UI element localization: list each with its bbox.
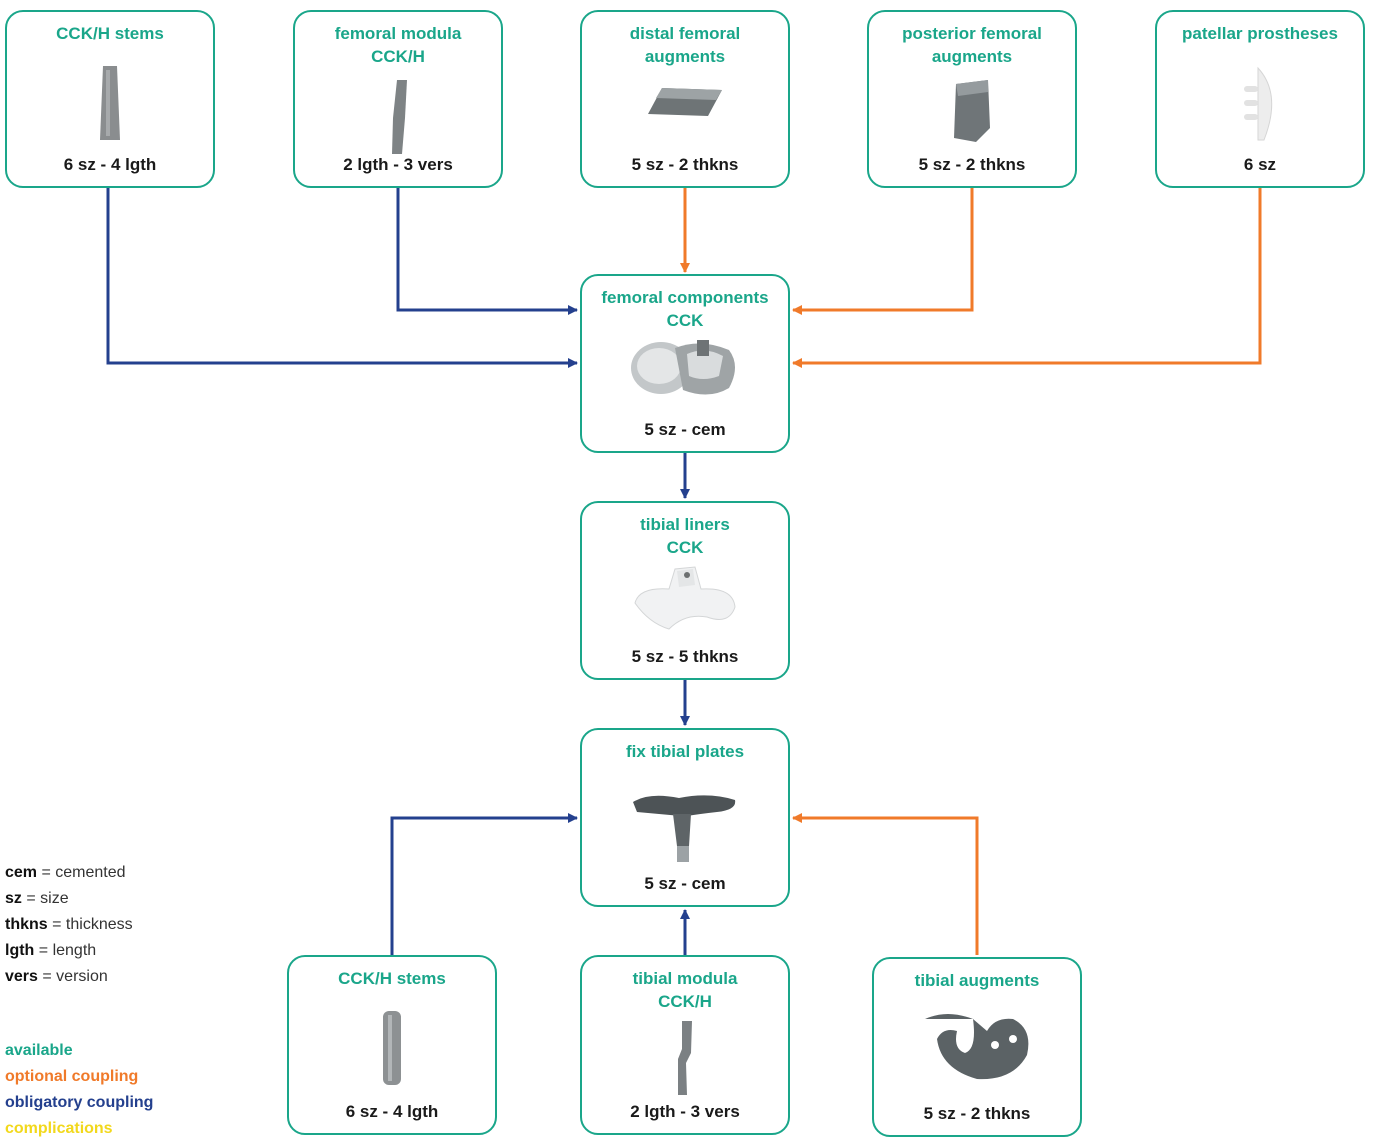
box-label: 5 sz - 2 thkns	[923, 1104, 1031, 1123]
box-label: 5 sz - 2 thkns	[918, 155, 1026, 174]
box-label: 6 sz	[1243, 155, 1277, 174]
modula-icon	[392, 80, 407, 154]
box-label: 5 sz - 5 thkns	[631, 647, 739, 666]
box-label: 6 sz - 4 lgth	[345, 1102, 439, 1121]
legend-row-sz: sz = size	[5, 886, 133, 912]
box-label: 6 sz - 4 lgth	[63, 155, 157, 174]
legend-row-cem: cem = cemented	[5, 860, 133, 886]
box-title: femoral components CCK	[601, 288, 769, 330]
stem-icon	[100, 66, 120, 140]
stem-icon	[383, 1011, 401, 1085]
legend-abbr: lgth	[5, 942, 35, 959]
posterior-augment-icon	[954, 80, 990, 142]
cck-h-stems-top-box: CCK/H stems 6 sz - 4 lgth	[5, 10, 215, 188]
legend-abbr: sz	[5, 890, 22, 907]
legend-row-vers: vers = version	[5, 964, 133, 990]
legend-abbr: cem	[5, 864, 38, 881]
distal-femoral-augments-box: distal femoral augments 5 sz - 2 thkns	[580, 10, 790, 188]
femoral-modula-box: femoral modula CCK/H 2 lgth - 3 vers	[293, 10, 503, 188]
abbreviation-legend: cem = cemented sz = size thkns = thickne…	[5, 860, 133, 990]
femoral-component-icon	[631, 340, 735, 395]
color-legend: available optional coupling obligatory c…	[5, 1038, 153, 1142]
legend-abbr: vers	[5, 968, 38, 985]
legend-meaning: = cemented	[41, 864, 126, 881]
patellar-to-femoral-arrow	[792, 188, 1262, 368]
legend-meaning: = length	[38, 942, 97, 959]
legend-meaning: = version	[42, 968, 108, 985]
box-title: fix tibial plates	[625, 742, 745, 761]
box-label: 5 sz - cem	[644, 874, 726, 893]
box-title: posterior femoral augments	[902, 24, 1042, 66]
box-label: 5 sz - 2 thkns	[631, 155, 739, 174]
modula-icon	[678, 1021, 692, 1095]
box-label: 2 lgth - 3 vers	[630, 1102, 740, 1121]
distal-augment-icon	[648, 88, 722, 116]
tibial-augments-to-plates-arrow	[792, 813, 979, 955]
femoral-components-box: femoral components CCK 5 sz - cem	[580, 274, 790, 453]
box-title: distal femoral augments	[629, 24, 741, 66]
tibial-modula-box: tibial modula CCK/H 2 lgth - 3 vers	[580, 955, 790, 1135]
tibial-augments-box: tibial augments 5 sz - 2 thkns	[872, 957, 1082, 1137]
box-title: tibial modula CCK/H	[632, 969, 738, 1011]
legend-meaning: = thickness	[52, 916, 133, 933]
cck-h-stems-bottom-box: CCK/H stems 6 sz - 4 lgth	[287, 955, 497, 1135]
patellar-prostheses-box: patellar prostheses 6 sz	[1155, 10, 1365, 188]
legend-optional: optional coupling	[5, 1068, 139, 1085]
legend-row-lgth: lgth = length	[5, 938, 133, 964]
posterior-femoral-augments-box: posterior femoral augments 5 sz - 2 thkn…	[867, 10, 1077, 188]
fix-tibial-plates-box: fix tibial plates 5 sz - cem	[580, 728, 790, 907]
box-title: CCK/H stems	[338, 969, 446, 988]
tibial-liners-box: tibial liners CCK 5 sz - 5 thkns	[580, 501, 790, 680]
box-title: CCK/H stems	[56, 24, 164, 43]
legend-abbr: thkns	[5, 916, 48, 933]
box-label: 5 sz - cem	[644, 420, 726, 439]
box-title: tibial augments	[914, 971, 1040, 990]
legend-meaning: = size	[26, 890, 69, 907]
tibial-plate-icon	[633, 795, 736, 862]
legend-row-thkns: thkns = thickness	[5, 912, 133, 938]
box-title: patellar prostheses	[1182, 24, 1338, 43]
stems-to-femoral-arrow	[106, 188, 578, 368]
patella-icon	[1244, 66, 1273, 141]
legend-available: available	[5, 1042, 73, 1059]
box-title: femoral modula CCK/H	[334, 24, 462, 66]
tibial-liner-icon	[634, 566, 736, 630]
posterior-to-femoral-arrow	[792, 188, 974, 315]
modula-to-femoral-arrow	[396, 188, 578, 315]
legend-obligatory: obligatory coupling	[5, 1094, 154, 1111]
tibial-augment-icon	[925, 1014, 1029, 1080]
box-title: tibial liners CCK	[640, 515, 730, 557]
legend-complications: complications	[5, 1120, 113, 1137]
stems-to-plates-arrow	[390, 813, 578, 955]
box-label: 2 lgth - 3 vers	[343, 155, 453, 174]
